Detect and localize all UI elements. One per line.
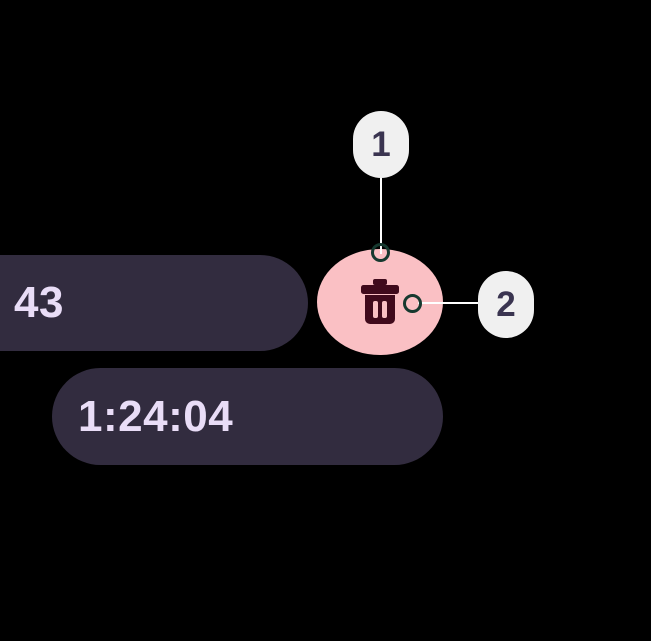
annotation-handle-1 [371,243,390,262]
annotation-connector-2 [418,302,480,304]
duration-chip-bottom[interactable]: 1:24:04 [52,368,443,465]
annotation-badge-2-label: 2 [496,285,516,324]
duration-chip-top-label: 43 [14,278,64,327]
duration-chip-bottom-label: 1:24:04 [78,391,234,441]
annotation-badge-1[interactable]: 1 [353,111,409,178]
annotation-connector-1 [380,176,382,254]
annotation-badge-2[interactable]: 2 [478,271,534,338]
annotation-handle-2 [403,294,422,313]
trash-icon [359,279,401,325]
annotation-badge-1-label: 1 [371,125,391,164]
duration-chip-top[interactable]: 43 [0,255,308,351]
